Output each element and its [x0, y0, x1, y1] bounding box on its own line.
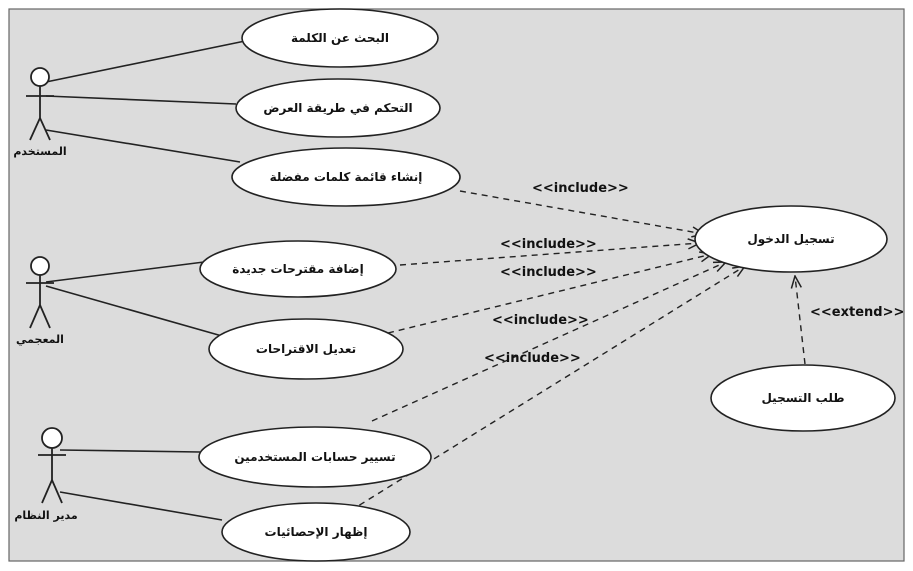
actor-lexicographer-head	[30, 256, 50, 276]
usecase-display-control-label: التحكم في طريقة العرض	[263, 101, 412, 115]
actor-user-head	[30, 67, 50, 87]
association-user-favorites	[45, 129, 241, 163]
include-accounts-login	[371, 262, 726, 422]
association-lexicographer-add	[45, 261, 205, 283]
actor-admin-head	[41, 427, 63, 449]
actor-user	[26, 67, 54, 141]
actor-lexicographer	[26, 256, 54, 329]
usecase-show-stats	[221, 502, 411, 562]
usecase-register-request-label: طلب التسجيل	[761, 391, 844, 405]
usecase-login	[694, 205, 888, 273]
actor-user-label: المستخدم	[13, 145, 66, 158]
include-label-5: <<include>>	[484, 351, 581, 366]
usecase-edit-suggestions	[208, 318, 404, 380]
diagram-canvas	[8, 8, 905, 562]
usecase-favorites-list-label: إنشاء قائمة كلمات مفضلة	[270, 170, 423, 184]
include-label-1: <<include>>	[532, 181, 629, 196]
usecase-edit-suggestions-label: تعديل الاقتراحات	[256, 342, 356, 356]
actor-lexicographer-label: المعجمي	[16, 333, 64, 346]
include-label-2: <<include>>	[500, 237, 597, 252]
association-user-search	[45, 39, 251, 83]
actor-admin-label: مدير النظام	[14, 509, 77, 522]
extend-label: <<extend>>	[810, 305, 904, 320]
usecase-favorites-list	[231, 147, 461, 207]
usecase-display-control	[235, 78, 441, 138]
usecase-register-request	[710, 364, 896, 432]
include-edit-login	[387, 254, 712, 334]
usecase-show-stats-label: إظهار الإحصائيات	[265, 525, 368, 539]
association-admin-stats	[59, 491, 223, 521]
association-user-display	[45, 95, 237, 105]
association-admin-accounts	[59, 449, 201, 453]
actor-admin	[38, 427, 66, 504]
usecase-manage-accounts	[198, 426, 432, 488]
usecase-add-suggestions	[199, 240, 397, 298]
extend-register-login	[795, 276, 806, 365]
usecase-search-word-label: البحث عن الكلمة	[291, 31, 389, 45]
usecase-login-label: تسجيل الدخول	[747, 232, 834, 247]
include-label-3: <<include>>	[500, 265, 597, 280]
association-lexicographer-edit	[45, 285, 223, 337]
include-label-4: <<include>>	[492, 313, 589, 328]
usecase-search-word	[241, 8, 439, 68]
usecase-manage-accounts-label: تسيير حسابات المستخدمين	[234, 450, 395, 464]
usecase-add-suggestions-label: إضافة مقترحات جديدة	[232, 262, 363, 276]
include-favorites-login	[459, 190, 704, 234]
